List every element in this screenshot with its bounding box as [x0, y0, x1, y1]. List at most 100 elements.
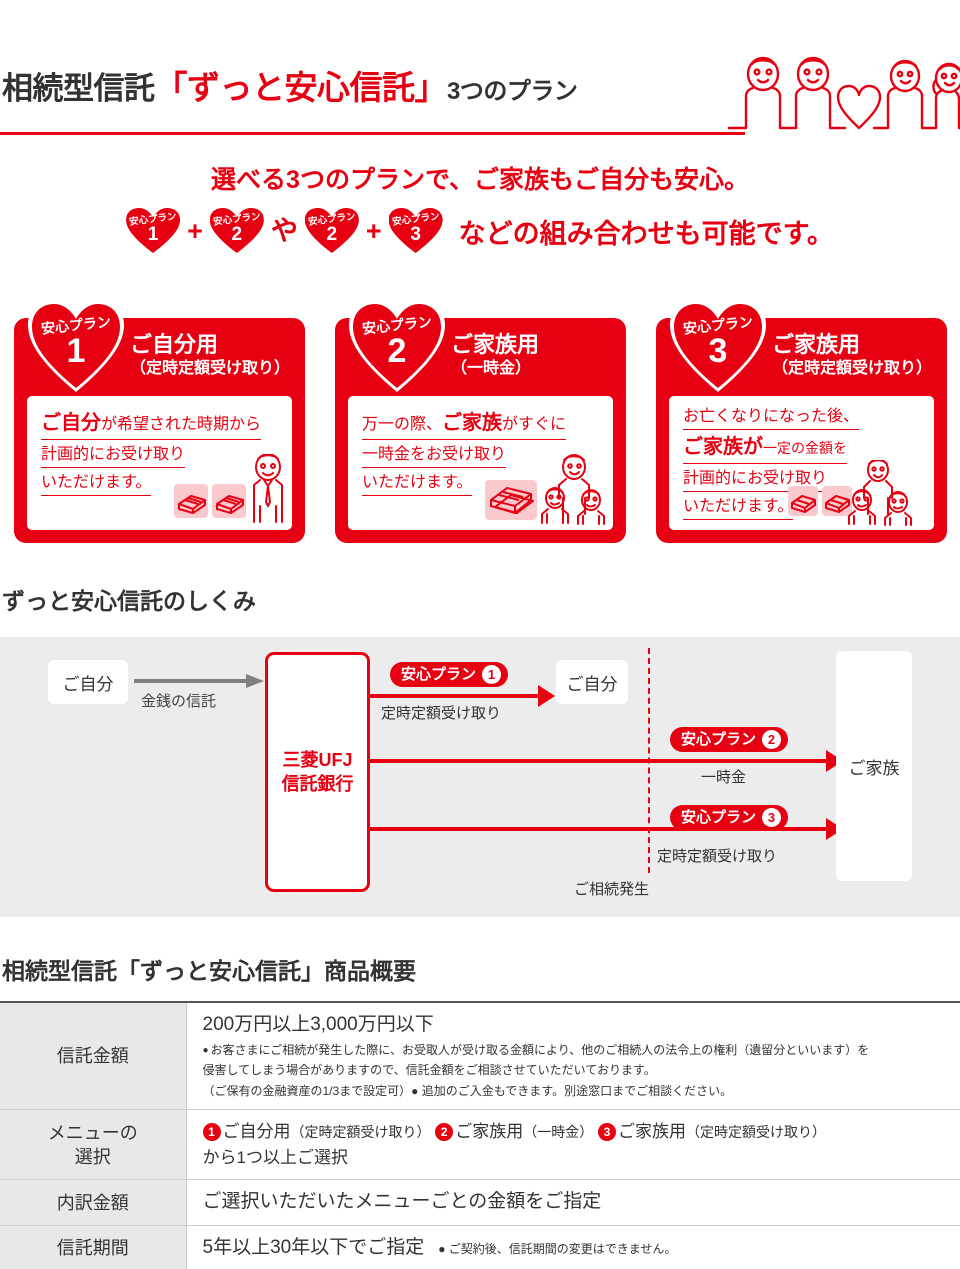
plan-card-subtitle: （定時定額受け取り）	[130, 360, 291, 378]
menu-name-3: ご家族用	[617, 1122, 686, 1142]
plan-card-body: ご自分が希望された時期から 計画的にお受け取り いただけます。	[27, 396, 292, 530]
menu-number-1: 1	[202, 1123, 221, 1142]
plan-card-heading: ご家族用 （定時定額受け取り）	[772, 332, 939, 378]
heart-badge-number: 1	[66, 332, 86, 370]
bank-name-line2: 信託銀行	[281, 774, 354, 794]
flow-pill-number: 1	[482, 665, 502, 684]
plan-card-title: ご家族用	[451, 332, 540, 357]
plan-desc-line: 計画的にお受け取り	[41, 444, 186, 468]
summary-title-quoted: 「ずっと安心信託」	[117, 958, 324, 984]
page-title-prefix: 相続型信託	[2, 71, 155, 106]
flow-arrowhead-plan1	[538, 685, 555, 707]
heart-badge-number: 3	[410, 224, 421, 245]
row-value-trust-period: 5年以上30年以下でご指定● ご契約後、信託期間の変更はできません。	[186, 1225, 960, 1269]
product-summary-table: 信託金額 200万円以上3,000万円以下 お客さまにご相続が発生した際に、お受…	[0, 1001, 960, 1269]
plan-card-heading: ご自分用 （定時定額受け取り）	[130, 332, 297, 378]
table-row: 内訳金額 ご選択いただいたメニューごとの金額をご指定	[0, 1179, 960, 1226]
row-value-trust-amount: 200万円以上3,000万円以下 お客さまにご相続が発生した際に、お受取人が受け…	[186, 1002, 960, 1111]
plan-desc-line: お亡くなりになった後、	[683, 406, 860, 431]
heart-badge-number: 2	[387, 332, 407, 370]
page-title-quoted: 「ずっと安心信託」	[154, 69, 448, 106]
page-header: 相続型信託「ずっと安心信託」3つのプラン	[0, 55, 960, 135]
plan-card-description: お亡くなりになった後、 ご家族が一定の金額を 計画的にお受け取り いただけます。	[683, 406, 924, 524]
heart-badge-number: 2	[326, 224, 338, 245]
plan-card-description: ご自分が希望された時期から 計画的にお受け取り いただけます。	[41, 410, 282, 500]
plan-combination-row: 安心プラン 1 + 安心プラン 2 や 安心プラン 2 + 安心プラン 3	[0, 208, 960, 254]
entrust-arrow-icon	[134, 674, 264, 688]
trust-amount-note-3: （ご保有の金融資産の1/3まで設定可）● 追加のご入金もできます。別途窓口までご…	[202, 1083, 733, 1098]
flow-pill-plan1: 安心プラン 1	[390, 662, 509, 687]
summary-title-suffix: 商品概要	[324, 958, 416, 984]
flow-caption-plan1: 定時定額受け取り	[381, 705, 502, 722]
row-value-breakdown-amount: ご選択いただいたメニューごとの金額をご指定	[186, 1179, 960, 1226]
plan-card-body: お亡くなりになった後、 ご家族が一定の金額を 計画的にお受け取り いただけます。	[669, 396, 934, 530]
menu-number-3: 3	[597, 1123, 616, 1142]
money-bundles-and-person-icon	[174, 453, 286, 526]
summary-title-prefix: 相続型信託	[2, 958, 117, 984]
plan-card-1[interactable]: 安心プラン 1 ご自分用 （定時定額受け取り） ご自分が希望された時期から 計画…	[14, 318, 305, 543]
page-title-suffix: 3つのプラン	[447, 78, 578, 105]
combo-operator-plus-1: +	[187, 215, 203, 246]
bank-name-line1: 三菱UFJ	[282, 749, 353, 770]
heart-badge-icon: 安心プラン 2	[349, 300, 445, 392]
heart-badge-icon-3: 安心プラン 2	[305, 208, 359, 254]
subtitle-block: 選べる3つのプランで、ご家族もご自分も安心。 安心プラン 1 + 安心プラン 2…	[0, 160, 960, 254]
summary-section-title: 相続型信託「ずっと安心信託」商品概要	[2, 952, 416, 986]
plan-card-subtitle: （一時金）	[451, 360, 532, 378]
page-title: 相続型信託「ずっと安心信託」3つのプラン	[2, 61, 578, 109]
flow-pill-label: 安心プラン	[681, 809, 757, 826]
trust-period-main: 5年以上30年以下でご指定	[202, 1236, 425, 1258]
inheritance-divider-line	[648, 648, 650, 873]
trust-amount-note-2: 侵害してしまう場合がありますので、信託金額をご相談させていただいております。	[202, 1063, 656, 1078]
heart-badge-number: 1	[147, 224, 159, 245]
menu-selection-note: から1つ以上ご選択	[202, 1147, 348, 1167]
heart-badge-icon-1: 安心プラン 1	[126, 208, 180, 254]
row-header-menu-selection: メニューの選択	[0, 1109, 187, 1181]
plan-desc-line: 計画的にお受け取り	[683, 468, 828, 493]
row-header-trust-period: 信託期間	[0, 1225, 187, 1269]
plan-desc-line: 万一の際、ご家族がすぐに	[362, 410, 567, 440]
diagram-box-self-left: ご自分	[48, 660, 128, 704]
menu-paren-3: （定時定額受け取り）	[685, 1124, 826, 1141]
mechanism-section-title: ずっと安心信託のしくみ	[2, 588, 256, 614]
menu-name-2: ご家族用	[455, 1122, 524, 1142]
plan-desc-line: いただけます。	[683, 496, 794, 521]
flow-pill-number: 3	[762, 808, 782, 827]
flow-pill-plan2: 安心プラン 2	[670, 727, 789, 752]
table-row: 信託期間 5年以上30年以下でご指定● ご契約後、信託期間の変更はできません。	[0, 1225, 960, 1269]
combo-tail-text: などの組み合わせも可能です。	[458, 218, 834, 249]
flow-pill-plan3: 安心プラン 3	[670, 805, 789, 830]
plan-card-title: ご家族用	[772, 332, 861, 357]
heart-badge-icon-2: 安心プラン 2	[210, 208, 264, 254]
combo-operator-plus-2: +	[365, 215, 382, 246]
flow-line-plan2	[370, 759, 830, 763]
plan-card-heading: ご家族用 （一時金）	[451, 332, 618, 378]
breakdown-amount-value: ご選択いただいたメニューごとの金額をご指定	[202, 1191, 602, 1213]
flow-line-plan3	[370, 827, 830, 831]
flow-caption-plan2: 一時金	[701, 769, 747, 786]
diagram-box-bank: 三菱UFJ 信託銀行	[265, 652, 370, 892]
menu-number-2: 2	[435, 1123, 454, 1142]
flow-line-plan1	[370, 694, 540, 698]
heart-badge-number: 2	[231, 224, 243, 245]
trust-amount-value: 200万円以上3,000万円以下	[202, 1014, 434, 1035]
flow-caption-plan3: 定時定額受け取り	[657, 848, 778, 865]
plan-card-description: 万一の際、ご家族がすぐに 一時金をお受け取り いただけます。	[362, 410, 603, 500]
entrust-label: 金銭の信託	[141, 693, 217, 710]
table-row: 信託金額 200万円以上3,000万円以下 お客さまにご相続が発生した際に、お受…	[0, 1002, 960, 1111]
heart-badge-icon: 安心プラン 3	[670, 300, 766, 392]
money-bundles-and-family-icon	[788, 458, 928, 526]
menu-name-1: ご自分用	[222, 1122, 291, 1142]
inheritance-divider-label: ご相続発生	[574, 881, 650, 898]
combo-operator-or: や	[270, 215, 298, 246]
plan-card-title: ご自分用	[130, 332, 219, 357]
plan-card-2[interactable]: 安心プラン 2 ご家族用 （一時金） 万一の際、ご家族がすぐに 一時金をお受け取…	[335, 318, 626, 543]
plan-card-3[interactable]: 安心プラン 3 ご家族用 （定時定額受け取り） お亡くなりになった後、 ご家族が…	[656, 318, 947, 543]
family-line-art-icon	[726, 50, 960, 130]
row-header-breakdown-amount: 内訳金額	[0, 1179, 187, 1226]
flow-pill-number: 2	[762, 730, 782, 749]
heart-badge-icon-4: 安心プラン 3	[389, 208, 443, 254]
